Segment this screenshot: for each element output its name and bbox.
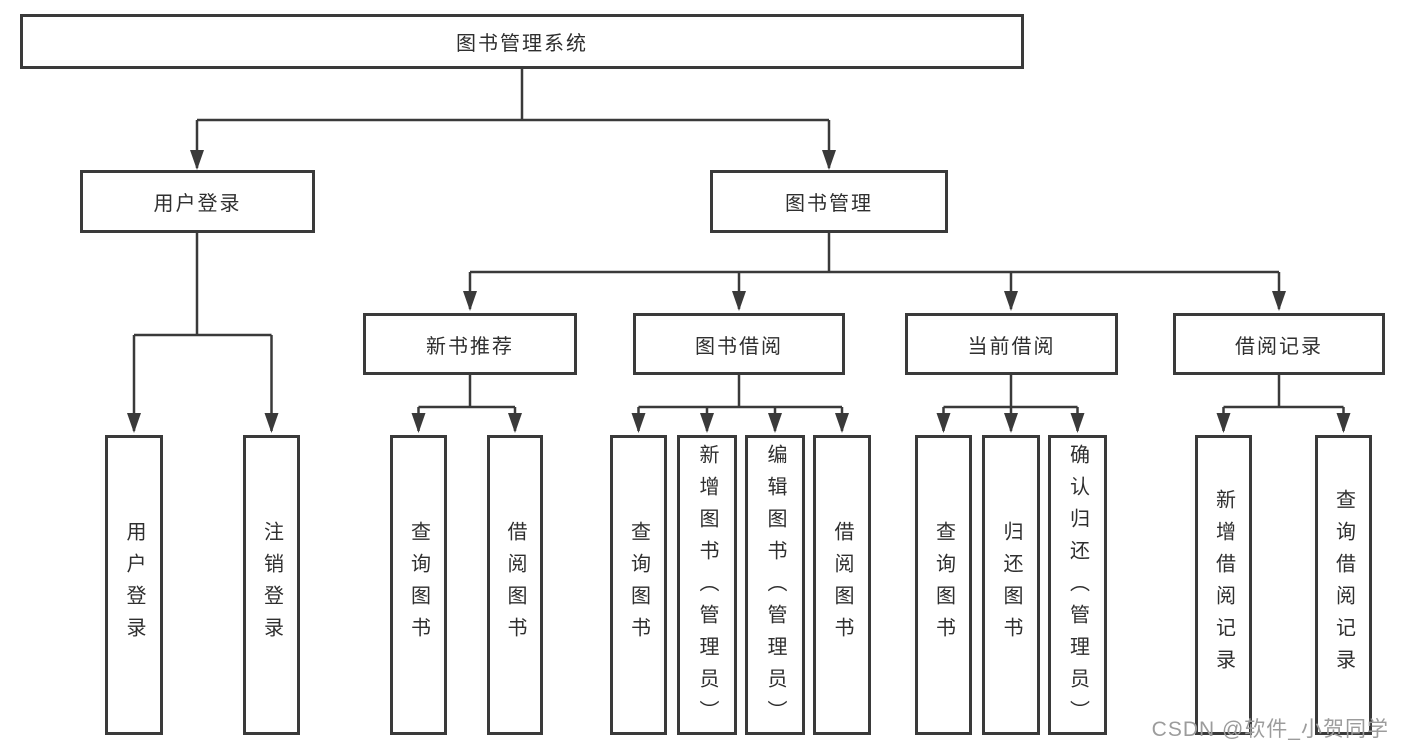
watermark: CSDN @软件_小贺同学 — [1151, 718, 1389, 741]
node-user-login: 用户登录 — [80, 170, 315, 233]
leaf-borrow-book: 借阅图书 — [813, 435, 871, 735]
leaf-borrow-book-recommend: 借阅图书 — [487, 435, 543, 735]
leaf-query-book-current: 查询图书 — [915, 435, 972, 735]
leaf-logout: 注销登录 — [243, 435, 300, 735]
leaf-return-book: 归还图书 — [982, 435, 1040, 735]
leaf-add-book-admin: 新增图书（管理员） — [677, 435, 737, 735]
node-book-borrow: 图书借阅 — [633, 313, 845, 375]
node-library-management-system: 图书管理系统 — [20, 14, 1024, 69]
leaf-query-borrow-record: 查询借阅记录 — [1315, 435, 1372, 735]
node-current-borrow: 当前借阅 — [905, 313, 1118, 375]
leaf-query-book-borrow: 查询图书 — [610, 435, 667, 735]
leaf-query-book-recommend: 查询图书 — [390, 435, 447, 735]
leaf-edit-book-admin: 编辑图书（管理员） — [745, 435, 805, 735]
leaf-confirm-return-admin: 确认归还（管理员） — [1048, 435, 1107, 735]
node-new-book-recommend: 新书推荐 — [363, 313, 577, 375]
node-borrow-record: 借阅记录 — [1173, 313, 1385, 375]
leaf-add-borrow-record: 新增借阅记录 — [1195, 435, 1252, 735]
leaf-user-login: 用户登录 — [105, 435, 163, 735]
node-book-management: 图书管理 — [710, 170, 948, 233]
